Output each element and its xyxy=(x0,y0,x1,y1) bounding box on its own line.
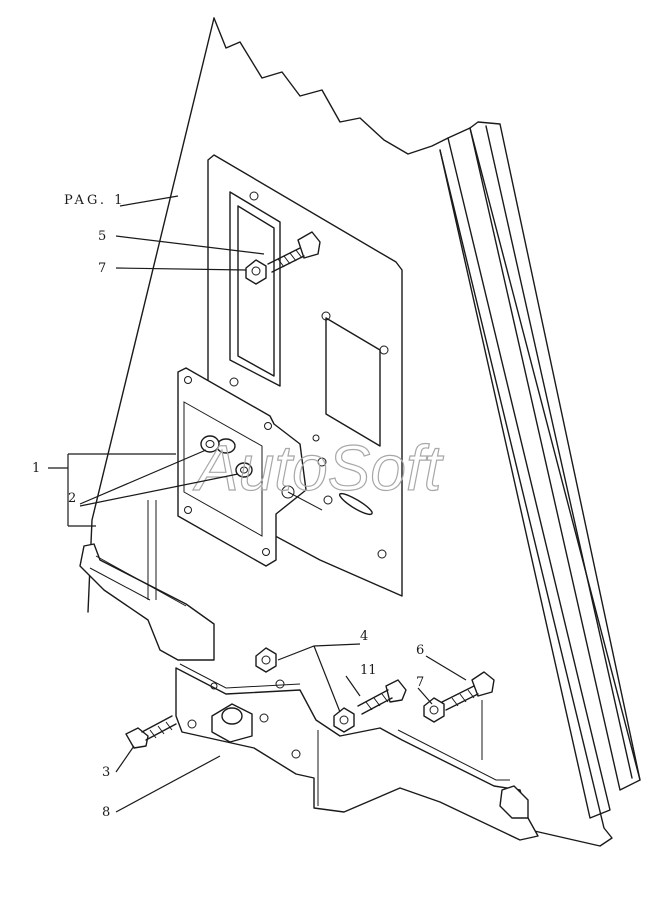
leader-lines xyxy=(48,195,467,813)
bushing-1 xyxy=(200,435,236,454)
callout-labels: PAG. 1 5 7 1 2 3 8 4 11 6 7 xyxy=(32,193,424,820)
housing-panel xyxy=(87,17,641,847)
pedal-assembly xyxy=(79,500,539,841)
bolt-3 xyxy=(125,715,177,749)
bolt-11 xyxy=(357,679,407,715)
callout-11: 11 xyxy=(360,663,377,678)
callout-6: 6 xyxy=(416,643,424,658)
bolt-top xyxy=(267,231,321,273)
bracket-plate xyxy=(177,367,323,567)
callout-7-lower: 7 xyxy=(416,675,424,690)
callout-8: 8 xyxy=(102,805,110,820)
callout-2: 2 xyxy=(68,491,76,506)
bushing-2 xyxy=(235,462,253,478)
callout-4: 4 xyxy=(360,629,368,644)
callout-7-upper: 7 xyxy=(98,261,106,276)
callout-3: 3 xyxy=(102,765,110,780)
nut-4-lower xyxy=(333,707,355,733)
nut-7-lower xyxy=(423,697,445,723)
callout-5: 5 xyxy=(98,229,106,244)
callout-1: 1 xyxy=(32,461,40,476)
nut-top xyxy=(245,259,267,285)
watermark-text: AutoSoft xyxy=(192,432,444,504)
page-reference-label: PAG. 1 xyxy=(64,193,125,208)
bolt-6 xyxy=(441,671,495,711)
nut-4-upper xyxy=(255,647,277,673)
